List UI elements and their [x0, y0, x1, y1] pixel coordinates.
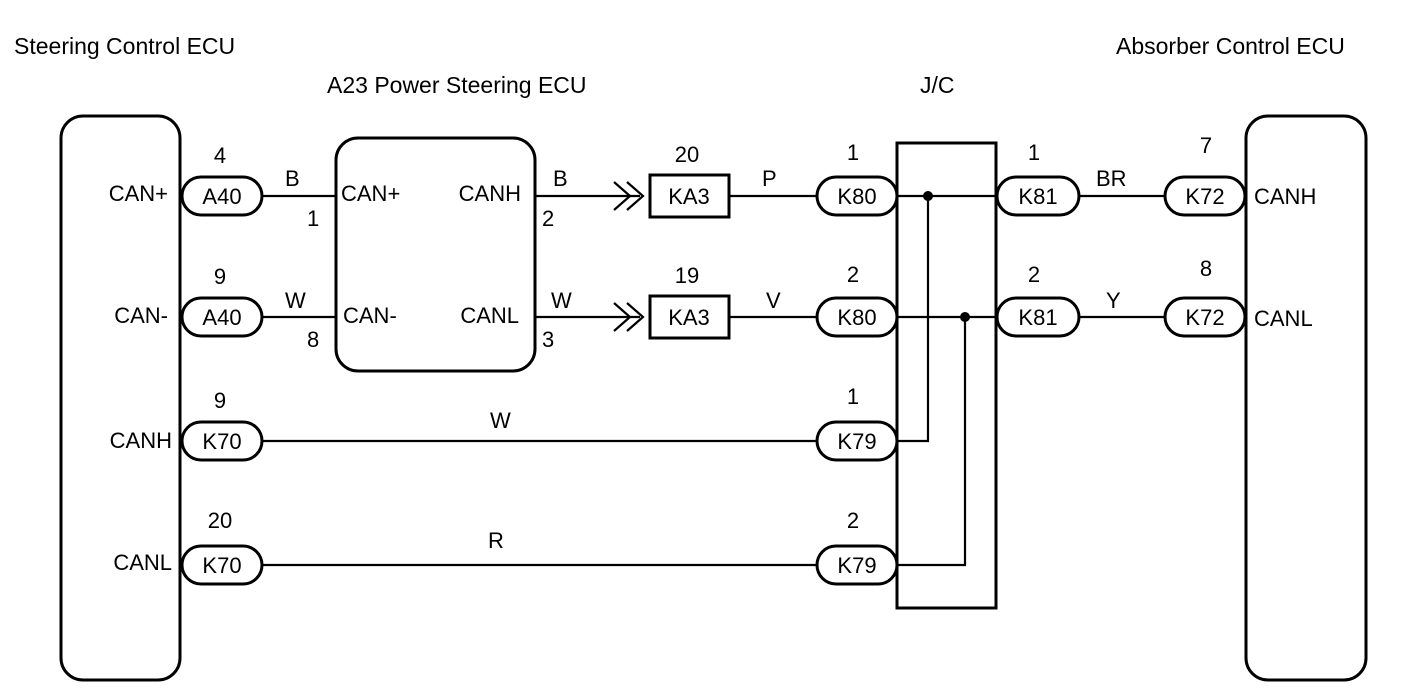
connector-ka3-top-pin: 20: [675, 142, 699, 167]
connector-k79-top-label: K79: [837, 429, 876, 454]
connector-k70-bottom-label: K70: [202, 553, 241, 578]
connector-ka3-bottom-label: KA3: [668, 305, 710, 330]
jc-branch-low: [898, 317, 967, 567]
steering-ecu-terminal-canplus: CAN+: [109, 181, 168, 206]
jc-splice-high: [923, 191, 933, 201]
connector-ka3-top-label: KA3: [668, 184, 710, 209]
connector-k72-top: [1163, 175, 1247, 217]
ps-terminal-canplus: CAN+: [341, 181, 400, 206]
steering-ecu-terminal-canminus: CAN-: [114, 303, 168, 328]
ps-pin-1: 1: [307, 206, 319, 231]
ps-terminal-canminus: CAN-: [343, 303, 397, 328]
ka3-low-chevron-1: [613, 302, 632, 332]
connector-k81-top-pin: 1: [1028, 140, 1040, 165]
connector-k80-top: [815, 175, 899, 217]
wire-color-ps-out-high: B: [553, 166, 568, 191]
connector-k80-bottom-label: K80: [837, 305, 876, 330]
connector-k79-bottom-label: K79: [837, 553, 876, 578]
connector-k72-top-label: K72: [1185, 184, 1224, 209]
power-steering-ecu-title: A23 Power Steering ECU: [327, 72, 587, 98]
connector-k81-bottom-pin: 2: [1028, 262, 1040, 287]
junction-connector-title: J/C: [920, 72, 955, 98]
connector-a40-bottom-label: A40: [202, 305, 241, 330]
connector-k70-bottom-pin: 20: [208, 508, 232, 533]
wire-color-a40-low: W: [285, 288, 306, 313]
ps-terminal-canl: CANL: [460, 303, 519, 328]
connector-k80-bottom: [815, 296, 899, 338]
wire-color-k70-k79-high: W: [490, 408, 511, 433]
wire-color-k70-k79-low: R: [488, 528, 504, 553]
connector-ka3-bottom-pin: 19: [675, 263, 699, 288]
absorber-terminal-canh: CANH: [1254, 184, 1316, 209]
absorber-ecu-body: [1244, 114, 1368, 682]
jc-splice-low: [960, 312, 970, 322]
connector-k80-bottom-pin: 2: [847, 262, 859, 287]
ps-pin-3: 3: [542, 327, 554, 352]
connector-ka3-bottom: [648, 294, 731, 340]
connector-a40-bottom-pin: 9: [214, 264, 226, 289]
steering-ecu-terminal-canl: CANL: [113, 550, 172, 575]
jc-branch-high: [898, 196, 930, 443]
connector-k80-top-label: K80: [837, 184, 876, 209]
connector-k70-top-label: K70: [202, 429, 241, 454]
absorber-ecu-title: Absorber Control ECU: [1116, 33, 1345, 59]
wire-color-ps-out-low: W: [551, 288, 572, 313]
wire-color-a40-high: B: [285, 166, 300, 191]
ps-terminal-canh: CANH: [459, 181, 521, 206]
connector-a40-top-label: A40: [202, 184, 241, 209]
steering-ecu-body: [59, 114, 182, 682]
connector-k80-top-pin: 1: [847, 140, 859, 165]
connector-a40-top: [180, 175, 264, 217]
connector-ka3-top: [648, 173, 731, 219]
wire-color-ka3-k80-high: P: [762, 166, 777, 191]
steering-ecu-title: Steering Control ECU: [14, 33, 235, 59]
connector-k81-top-label: K81: [1018, 184, 1057, 209]
wire-color-k81-k72-low: Y: [1106, 288, 1121, 313]
connector-k81-bottom-label: K81: [1018, 305, 1057, 330]
wire-color-ka3-k80-low: V: [766, 288, 781, 313]
ka3-low-chevron-2: [626, 302, 645, 332]
connector-k72-bottom-pin: 8: [1200, 256, 1212, 281]
connector-k79-top: [815, 420, 899, 462]
ps-pin-8: 8: [307, 327, 319, 352]
wire-color-k81-k72-high: BR: [1096, 166, 1127, 191]
connector-a40-bottom: [180, 296, 264, 338]
connector-k72-bottom-label: K72: [1185, 305, 1224, 330]
connector-k72-top-pin: 7: [1200, 133, 1212, 158]
junction-connector-body: [895, 141, 998, 610]
ka3-high-chevron-1: [613, 181, 632, 211]
absorber-terminal-canl: CANL: [1254, 306, 1313, 331]
connector-k70-bottom: [180, 544, 264, 586]
power-steering-ecu-body: [334, 136, 537, 373]
connector-k81-top: [995, 175, 1081, 217]
ps-pin-2: 2: [542, 206, 554, 231]
connector-k81-bottom: [995, 296, 1081, 338]
ka3-high-chevron-2: [626, 181, 645, 211]
connector-k70-top-pin: 9: [214, 388, 226, 413]
steering-ecu-terminal-canh: CANH: [110, 428, 172, 453]
connector-a40-top-pin: 4: [214, 143, 226, 168]
connector-k70-top: [180, 420, 264, 462]
connector-k79-bottom-pin: 2: [847, 508, 859, 533]
connector-k72-bottom: [1163, 296, 1247, 338]
connector-k79-bottom: [815, 544, 899, 586]
connector-k79-top-pin: 1: [847, 384, 859, 409]
